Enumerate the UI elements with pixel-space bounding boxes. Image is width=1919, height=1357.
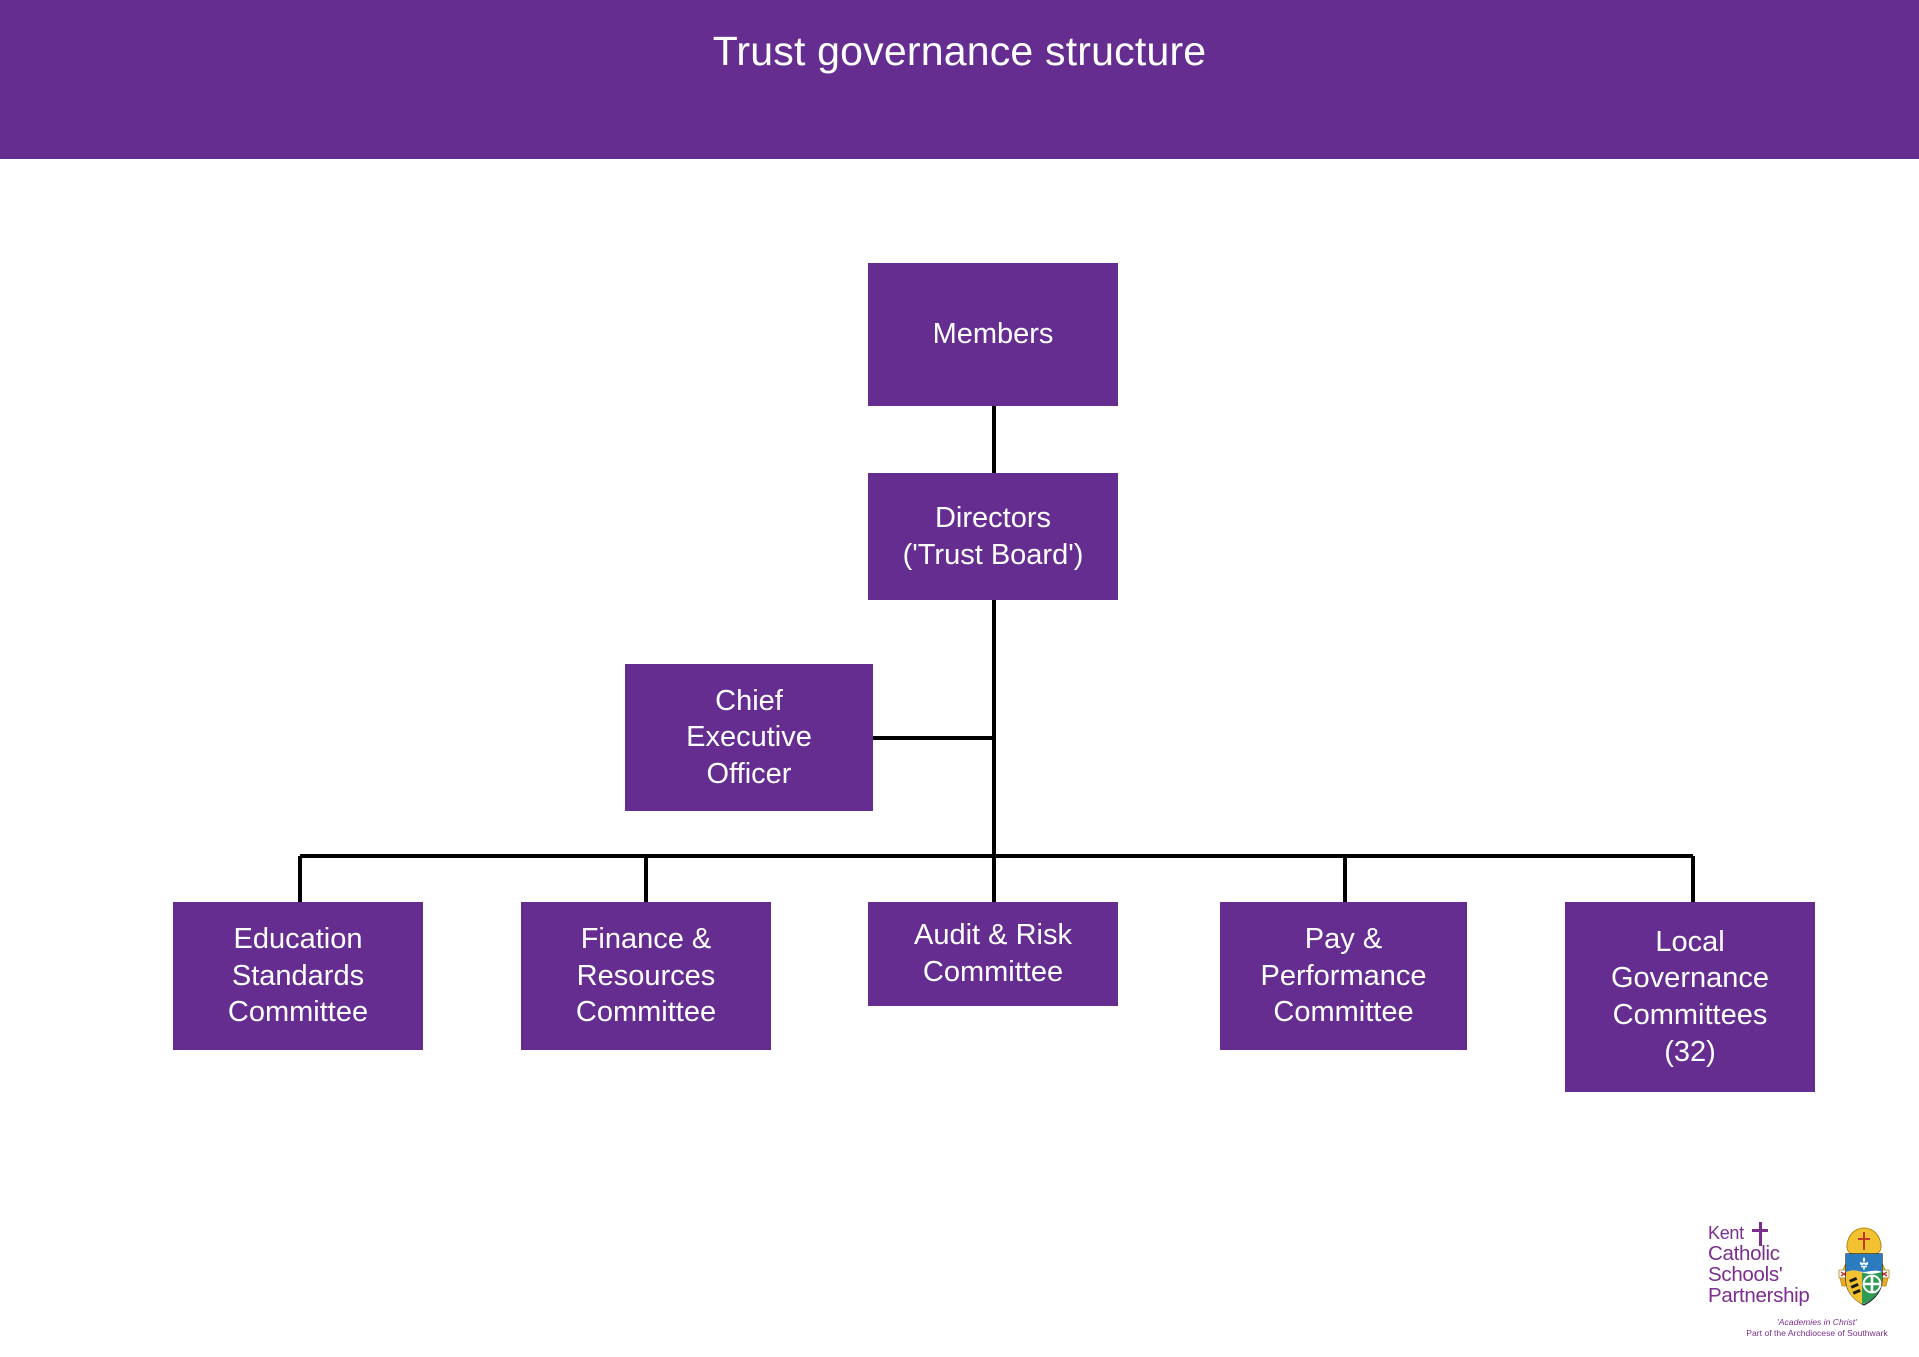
logo-tagline-line1: 'Academies in Christ': [1777, 1317, 1857, 1327]
logo-tagline: 'Academies in Christ' Part of the Archdi…: [1728, 1317, 1906, 1340]
node-directors-trust-board: Directors ('Trust Board'): [868, 473, 1118, 600]
coat-of-arms-icon: [1838, 1227, 1890, 1306]
node-chief-executive-officer: Chief Executive Officer: [625, 664, 873, 811]
logo-line-catholic: Catholic: [1708, 1241, 1780, 1265]
logo-wordmark: Kent Catholic Schools' Partnership: [1708, 1224, 1828, 1306]
logo-line-schools: Schools': [1708, 1262, 1783, 1286]
logo-line-kent: Kent: [1708, 1223, 1744, 1243]
node-local-governance-committees: Local Governance Committees (32): [1565, 902, 1815, 1092]
header-band: [0, 0, 1919, 159]
node-audit-risk-committee: Audit & Risk Committee: [868, 902, 1118, 1006]
kcsp-logo: Kent Catholic Schools' Partnership: [1708, 1222, 1903, 1342]
node-pay-performance-committee: Pay & Performance Committee: [1220, 902, 1467, 1050]
logo-line-partnership: Partnership: [1708, 1283, 1810, 1307]
page-title: Trust governance structure: [712, 28, 1207, 75]
node-finance-resources-committee: Finance & Resources Committee: [521, 902, 771, 1050]
logo-tagline-line2: Part of the Archdiocese of Southwark: [1746, 1328, 1888, 1339]
node-education-standards-committee: Education Standards Committee: [173, 902, 423, 1050]
cross-icon: [1752, 1222, 1768, 1246]
node-members: Members: [868, 263, 1118, 406]
